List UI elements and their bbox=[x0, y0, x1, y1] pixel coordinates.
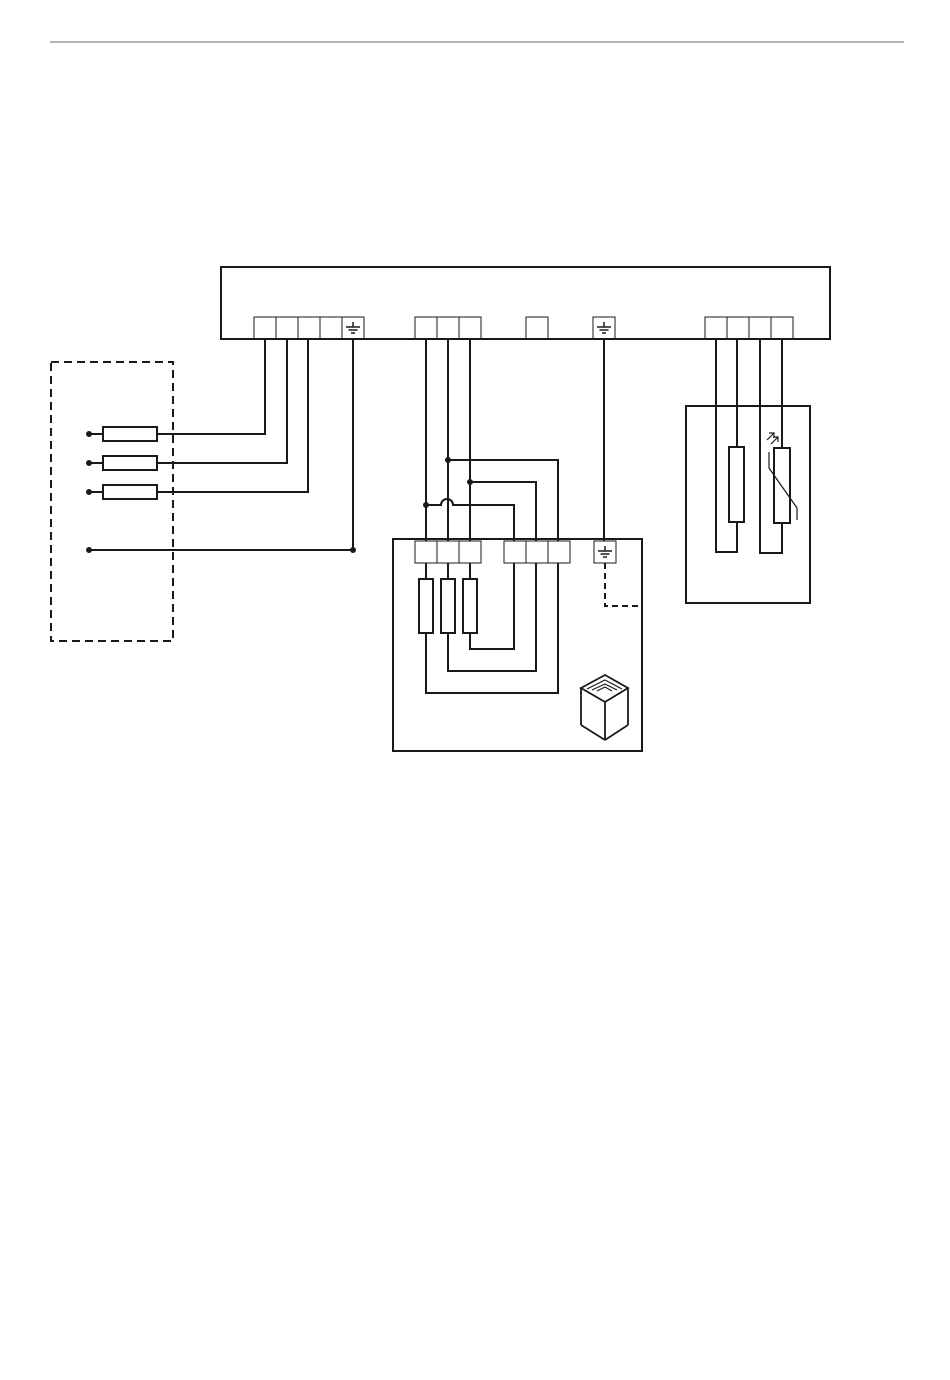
ground-icon bbox=[597, 322, 611, 333]
sensor-unit-box bbox=[686, 406, 810, 603]
fuse-sensor-icon bbox=[729, 447, 744, 522]
terminal bbox=[526, 541, 548, 563]
terminal-ground bbox=[342, 317, 364, 339]
heater-internal-wires bbox=[426, 563, 558, 693]
supply-terminal-block bbox=[254, 317, 364, 339]
terminal bbox=[459, 317, 481, 339]
heater-terminal-block bbox=[415, 317, 481, 339]
terminal bbox=[771, 317, 793, 339]
supply-wires bbox=[89, 339, 353, 550]
terminal bbox=[548, 541, 570, 563]
terminal bbox=[459, 541, 481, 563]
terminal bbox=[705, 317, 727, 339]
heater-terminal-row bbox=[415, 541, 616, 563]
terminal bbox=[298, 317, 320, 339]
terminal bbox=[254, 317, 276, 339]
sauna-stones-icon bbox=[581, 675, 628, 740]
terminal bbox=[415, 317, 437, 339]
arrows-icon bbox=[767, 433, 778, 444]
terminal bbox=[415, 541, 437, 563]
terminal bbox=[504, 541, 526, 563]
terminal bbox=[437, 541, 459, 563]
heating-element bbox=[441, 579, 455, 633]
ground-icon bbox=[346, 322, 360, 333]
terminal bbox=[727, 317, 749, 339]
fuse-icon bbox=[103, 485, 157, 499]
terminal-single bbox=[526, 317, 548, 339]
ground-icon bbox=[598, 546, 612, 557]
terminal bbox=[437, 317, 459, 339]
fuse-icon bbox=[103, 456, 157, 470]
sensor-wires bbox=[716, 339, 782, 553]
terminal-ground bbox=[594, 541, 616, 563]
thermistor-icon bbox=[769, 448, 797, 523]
sensor-terminal-block bbox=[705, 317, 793, 339]
terminal-ground bbox=[593, 317, 615, 339]
terminal bbox=[320, 317, 342, 339]
heating-element bbox=[463, 579, 477, 633]
heater-feed-wires bbox=[426, 339, 558, 541]
supply-panel-dashed bbox=[51, 362, 173, 641]
ground-wire-dashed bbox=[605, 563, 642, 606]
terminal bbox=[749, 317, 771, 339]
heating-element bbox=[419, 579, 433, 633]
terminal bbox=[276, 317, 298, 339]
fuse-icon bbox=[103, 427, 157, 441]
